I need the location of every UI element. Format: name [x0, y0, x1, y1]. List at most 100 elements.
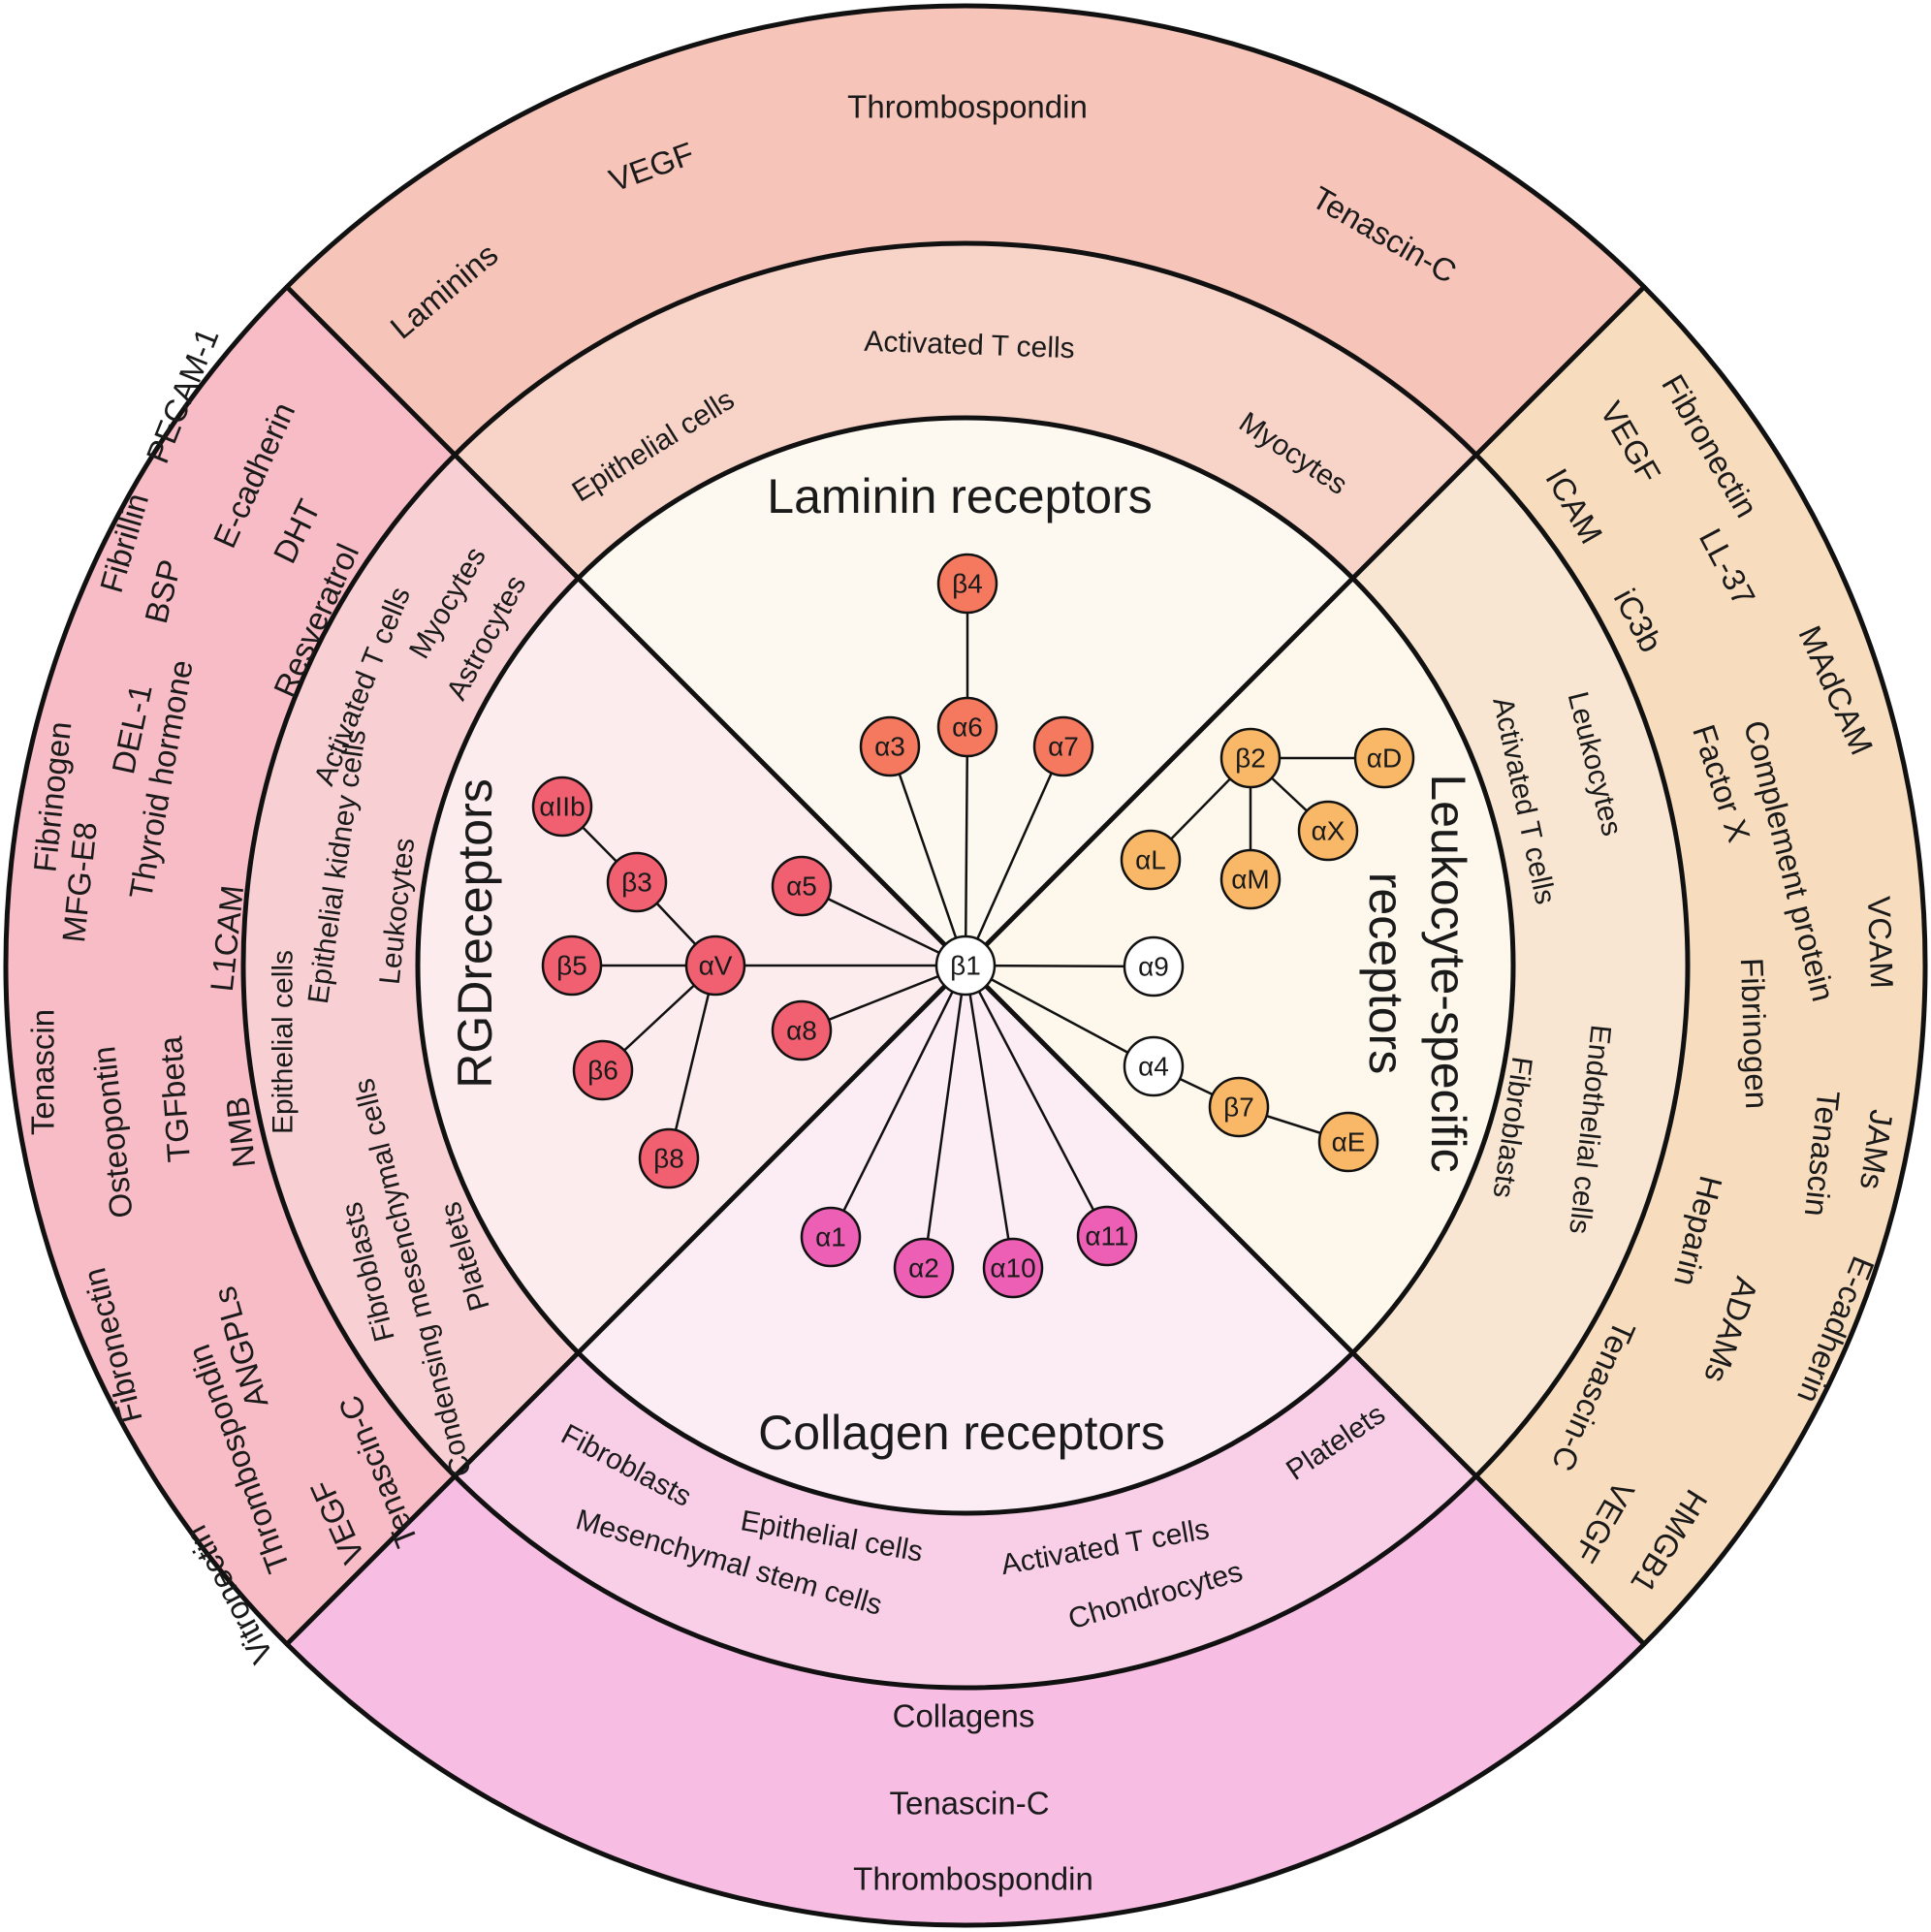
rgd-title: RGDreceptors	[448, 778, 502, 1089]
node-a3: α3	[859, 715, 921, 777]
edge-a1-b1	[829, 965, 967, 1238]
node-aL: αL	[1120, 829, 1182, 891]
node-label-aIIb: αIIb	[539, 792, 585, 822]
node-label-a8: α8	[786, 1016, 817, 1046]
edge-a10-b1	[964, 965, 1015, 1269]
node-circle-a1	[800, 1206, 862, 1268]
collagen-title: Collagen receptors	[758, 1406, 1165, 1460]
node-b6: β6	[572, 1039, 634, 1101]
node-b7: β7	[1208, 1076, 1270, 1138]
node-label-aL: αL	[1135, 845, 1166, 875]
node-circle-a9	[1123, 935, 1185, 998]
edge-a7-b1	[964, 745, 1065, 966]
node-circle-b4	[936, 553, 998, 615]
node-circle-b2	[1219, 727, 1282, 789]
node-a4: α4	[1123, 1035, 1185, 1097]
node-label-b5: β5	[556, 951, 587, 981]
middle-ring-border	[240, 240, 1691, 1691]
leukocyte-middle-ring-sector	[1352, 455, 1689, 1476]
node-circle-aM	[1219, 848, 1282, 910]
edge-a4-b1	[965, 964, 1155, 1068]
node-label-a9: α9	[1138, 952, 1169, 982]
node-label-b8: β8	[653, 1144, 684, 1174]
node-label-b1: β1	[950, 951, 981, 981]
node-aM: αM	[1219, 848, 1282, 910]
node-b5: β5	[541, 934, 603, 997]
ligand-label: VCAM	[1861, 896, 1900, 990]
ligand-label: NMB	[219, 1095, 262, 1170]
laminin-outer-ring-sector	[286, 6, 1645, 456]
cell-label: Epithelial cells	[268, 950, 300, 1134]
node-a11: α11	[1076, 1205, 1138, 1267]
node-circle-a4	[1123, 1035, 1185, 1097]
collagen-outer-ring-sector	[286, 1475, 1645, 1926]
node-circle-a6	[936, 696, 998, 758]
outer-ring-border	[3, 3, 1928, 1928]
ligand-label: Thrombospondin	[847, 89, 1088, 125]
node-label-b6: β6	[587, 1056, 618, 1086]
node-circle-aV	[684, 934, 746, 997]
ligand-label: Thrombospondin	[853, 1861, 1093, 1897]
node-circle-b3	[606, 851, 668, 913]
node-a8: α8	[771, 999, 833, 1061]
collagen-ligands: Collagens Tenascin-C Thrombospondin	[853, 1698, 1093, 1897]
leukocyte-title: Leukocyte-specific receptors	[1359, 774, 1475, 1172]
edge-a6-b1	[964, 726, 969, 966]
edge-b8-aV	[667, 965, 717, 1159]
laminin-inner-ring-sector	[578, 418, 1353, 966]
node-circle-a5	[771, 855, 833, 917]
node-circle-b7	[1208, 1076, 1270, 1138]
node-circle-aD	[1353, 727, 1415, 789]
node-label-aM: αM	[1231, 865, 1270, 895]
node-a10: α10	[982, 1237, 1044, 1299]
node-label-b4: β4	[952, 569, 983, 599]
node-aX: αX	[1297, 800, 1359, 862]
ligand-label: Collagens	[893, 1698, 1035, 1734]
node-label-aD: αD	[1367, 744, 1402, 774]
edge-a11-b1	[964, 965, 1109, 1237]
node-label-a5: α5	[786, 871, 817, 902]
node-a9: α9	[1123, 935, 1185, 998]
node-b8: β8	[638, 1127, 700, 1189]
rgd-outer-ring-sector	[6, 286, 456, 1645]
node-circle-a10	[982, 1237, 1044, 1299]
node-label-a1: α1	[815, 1222, 846, 1252]
node-label-a4: α4	[1138, 1052, 1169, 1082]
node-circle-b6	[572, 1039, 634, 1101]
node-circle-b1	[934, 934, 997, 997]
rgd-middle-ring-sector	[243, 455, 579, 1476]
node-circle-aL	[1120, 829, 1182, 891]
leukocyte-title-line2: receptors	[1359, 872, 1413, 1074]
laminin-middle-ring-sector	[455, 242, 1476, 579]
ligand-label: Fibrinogen	[1734, 957, 1775, 1109]
ligand-label: Tenascin-C	[889, 1786, 1049, 1821]
node-circle-a7	[1032, 715, 1094, 777]
leukocyte-title-line1: Leukocyte-specific	[1421, 774, 1475, 1172]
node-a5: α5	[771, 855, 833, 917]
node-aIIb: αIIb	[531, 776, 593, 838]
edge-a2-b1	[922, 965, 967, 1269]
node-b3: β3	[606, 851, 668, 913]
node-label-b3: β3	[621, 868, 652, 898]
node-label-aX: αX	[1312, 816, 1345, 846]
collagen-inner-ring-sector	[578, 966, 1353, 1514]
edge-a3-b1	[888, 745, 967, 966]
node-circle-b5	[541, 934, 603, 997]
leukocyte-outer-ring-sector	[1475, 286, 1926, 1645]
node-circle-aIIb	[531, 776, 593, 838]
node-label-a3: α3	[874, 732, 905, 762]
node-circle-aE	[1317, 1111, 1379, 1173]
node-label-a6: α6	[952, 713, 983, 743]
node-circle-a3	[859, 715, 921, 777]
laminin-title: Laminin receptors	[767, 469, 1152, 523]
node-circle-a11	[1076, 1205, 1138, 1267]
node-b4: β4	[936, 553, 998, 615]
node-label-a10: α10	[990, 1253, 1035, 1283]
node-a7: α7	[1032, 715, 1094, 777]
node-aD: αD	[1353, 727, 1415, 789]
ligand-label: Tenascin	[25, 1009, 61, 1135]
node-circle-aX	[1297, 800, 1359, 862]
inner-ring-border	[415, 415, 1516, 1516]
